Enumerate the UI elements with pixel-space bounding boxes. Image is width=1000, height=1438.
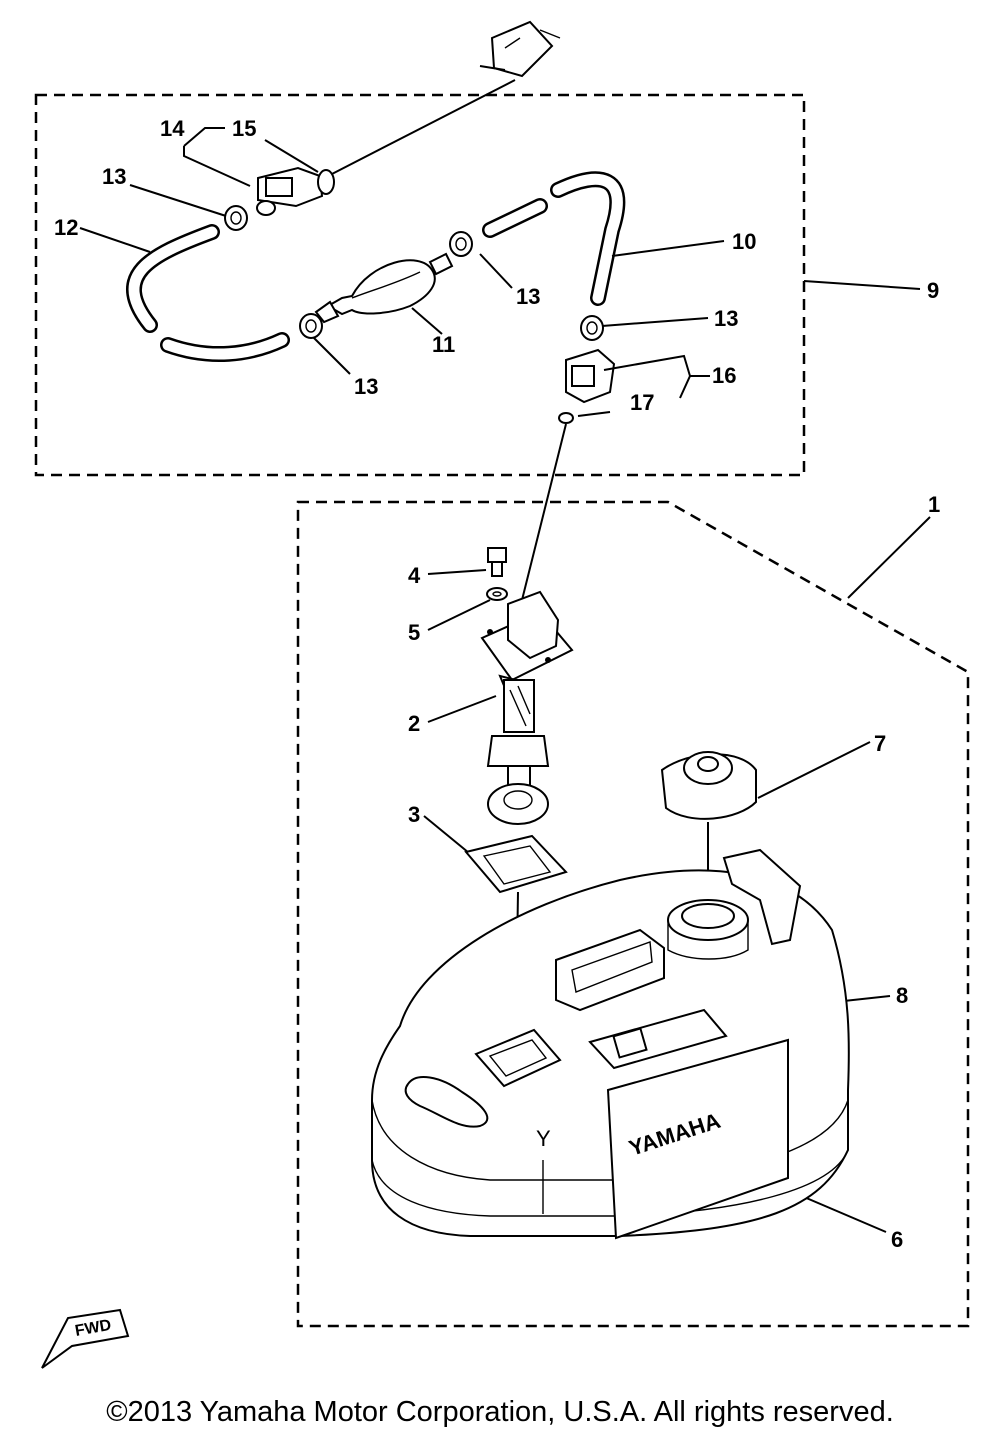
fwd-direction-badge: FWD bbox=[41, 1308, 130, 1369]
callout-16: 16 bbox=[712, 363, 736, 388]
callout-15: 15 bbox=[232, 116, 256, 141]
callout-leaders bbox=[79, 127, 931, 1233]
hose-clamp bbox=[580, 315, 604, 341]
callout-11: 11 bbox=[432, 332, 455, 357]
fuel-hose-right bbox=[482, 171, 626, 306]
callout-4: 4 bbox=[408, 563, 421, 588]
hose-clamp bbox=[299, 313, 323, 339]
fuel-tank: YAMAHA Y bbox=[371, 848, 850, 1240]
fwd-label: FWD bbox=[74, 1317, 113, 1340]
callout-12: 12 bbox=[54, 215, 78, 240]
washer bbox=[486, 587, 508, 601]
callout-14: 14 bbox=[160, 116, 185, 141]
callout-10: 10 bbox=[732, 229, 756, 254]
callout-17: 17 bbox=[630, 390, 654, 415]
callout-9: 9 bbox=[927, 278, 939, 303]
callout-8: 8 bbox=[896, 983, 908, 1008]
fuel-hose-left bbox=[125, 224, 290, 362]
callout-13-d: 13 bbox=[354, 374, 378, 399]
fuel-tank-cap bbox=[660, 751, 757, 910]
callout-5: 5 bbox=[408, 620, 420, 645]
callout-13-b: 13 bbox=[516, 284, 540, 309]
callout-1: 1 bbox=[928, 492, 940, 517]
callout-2: 2 bbox=[408, 711, 420, 736]
tank-joint-assembly bbox=[480, 590, 574, 825]
callout-3: 3 bbox=[408, 802, 420, 827]
callout-13-c: 13 bbox=[714, 306, 738, 331]
hose-connector-joint bbox=[256, 166, 335, 216]
fuel-line-group-box bbox=[34, 93, 806, 477]
bolt bbox=[487, 547, 507, 577]
tank-mark: Y bbox=[536, 1126, 551, 1151]
callout-6: 6 bbox=[891, 1227, 903, 1252]
engine-side-connector bbox=[329, 20, 561, 176]
callout-13-a: 13 bbox=[102, 164, 126, 189]
fuel-tank-group-box bbox=[296, 500, 970, 1328]
hose-clamp bbox=[449, 231, 473, 257]
callout-7: 7 bbox=[874, 731, 886, 756]
copyright-notice: ©2013 Yamaha Motor Corporation, U.S.A. A… bbox=[106, 1396, 894, 1428]
primer-bulb bbox=[314, 252, 454, 324]
hose-clamp bbox=[224, 205, 248, 231]
tank-side-connector bbox=[521, 348, 616, 601]
